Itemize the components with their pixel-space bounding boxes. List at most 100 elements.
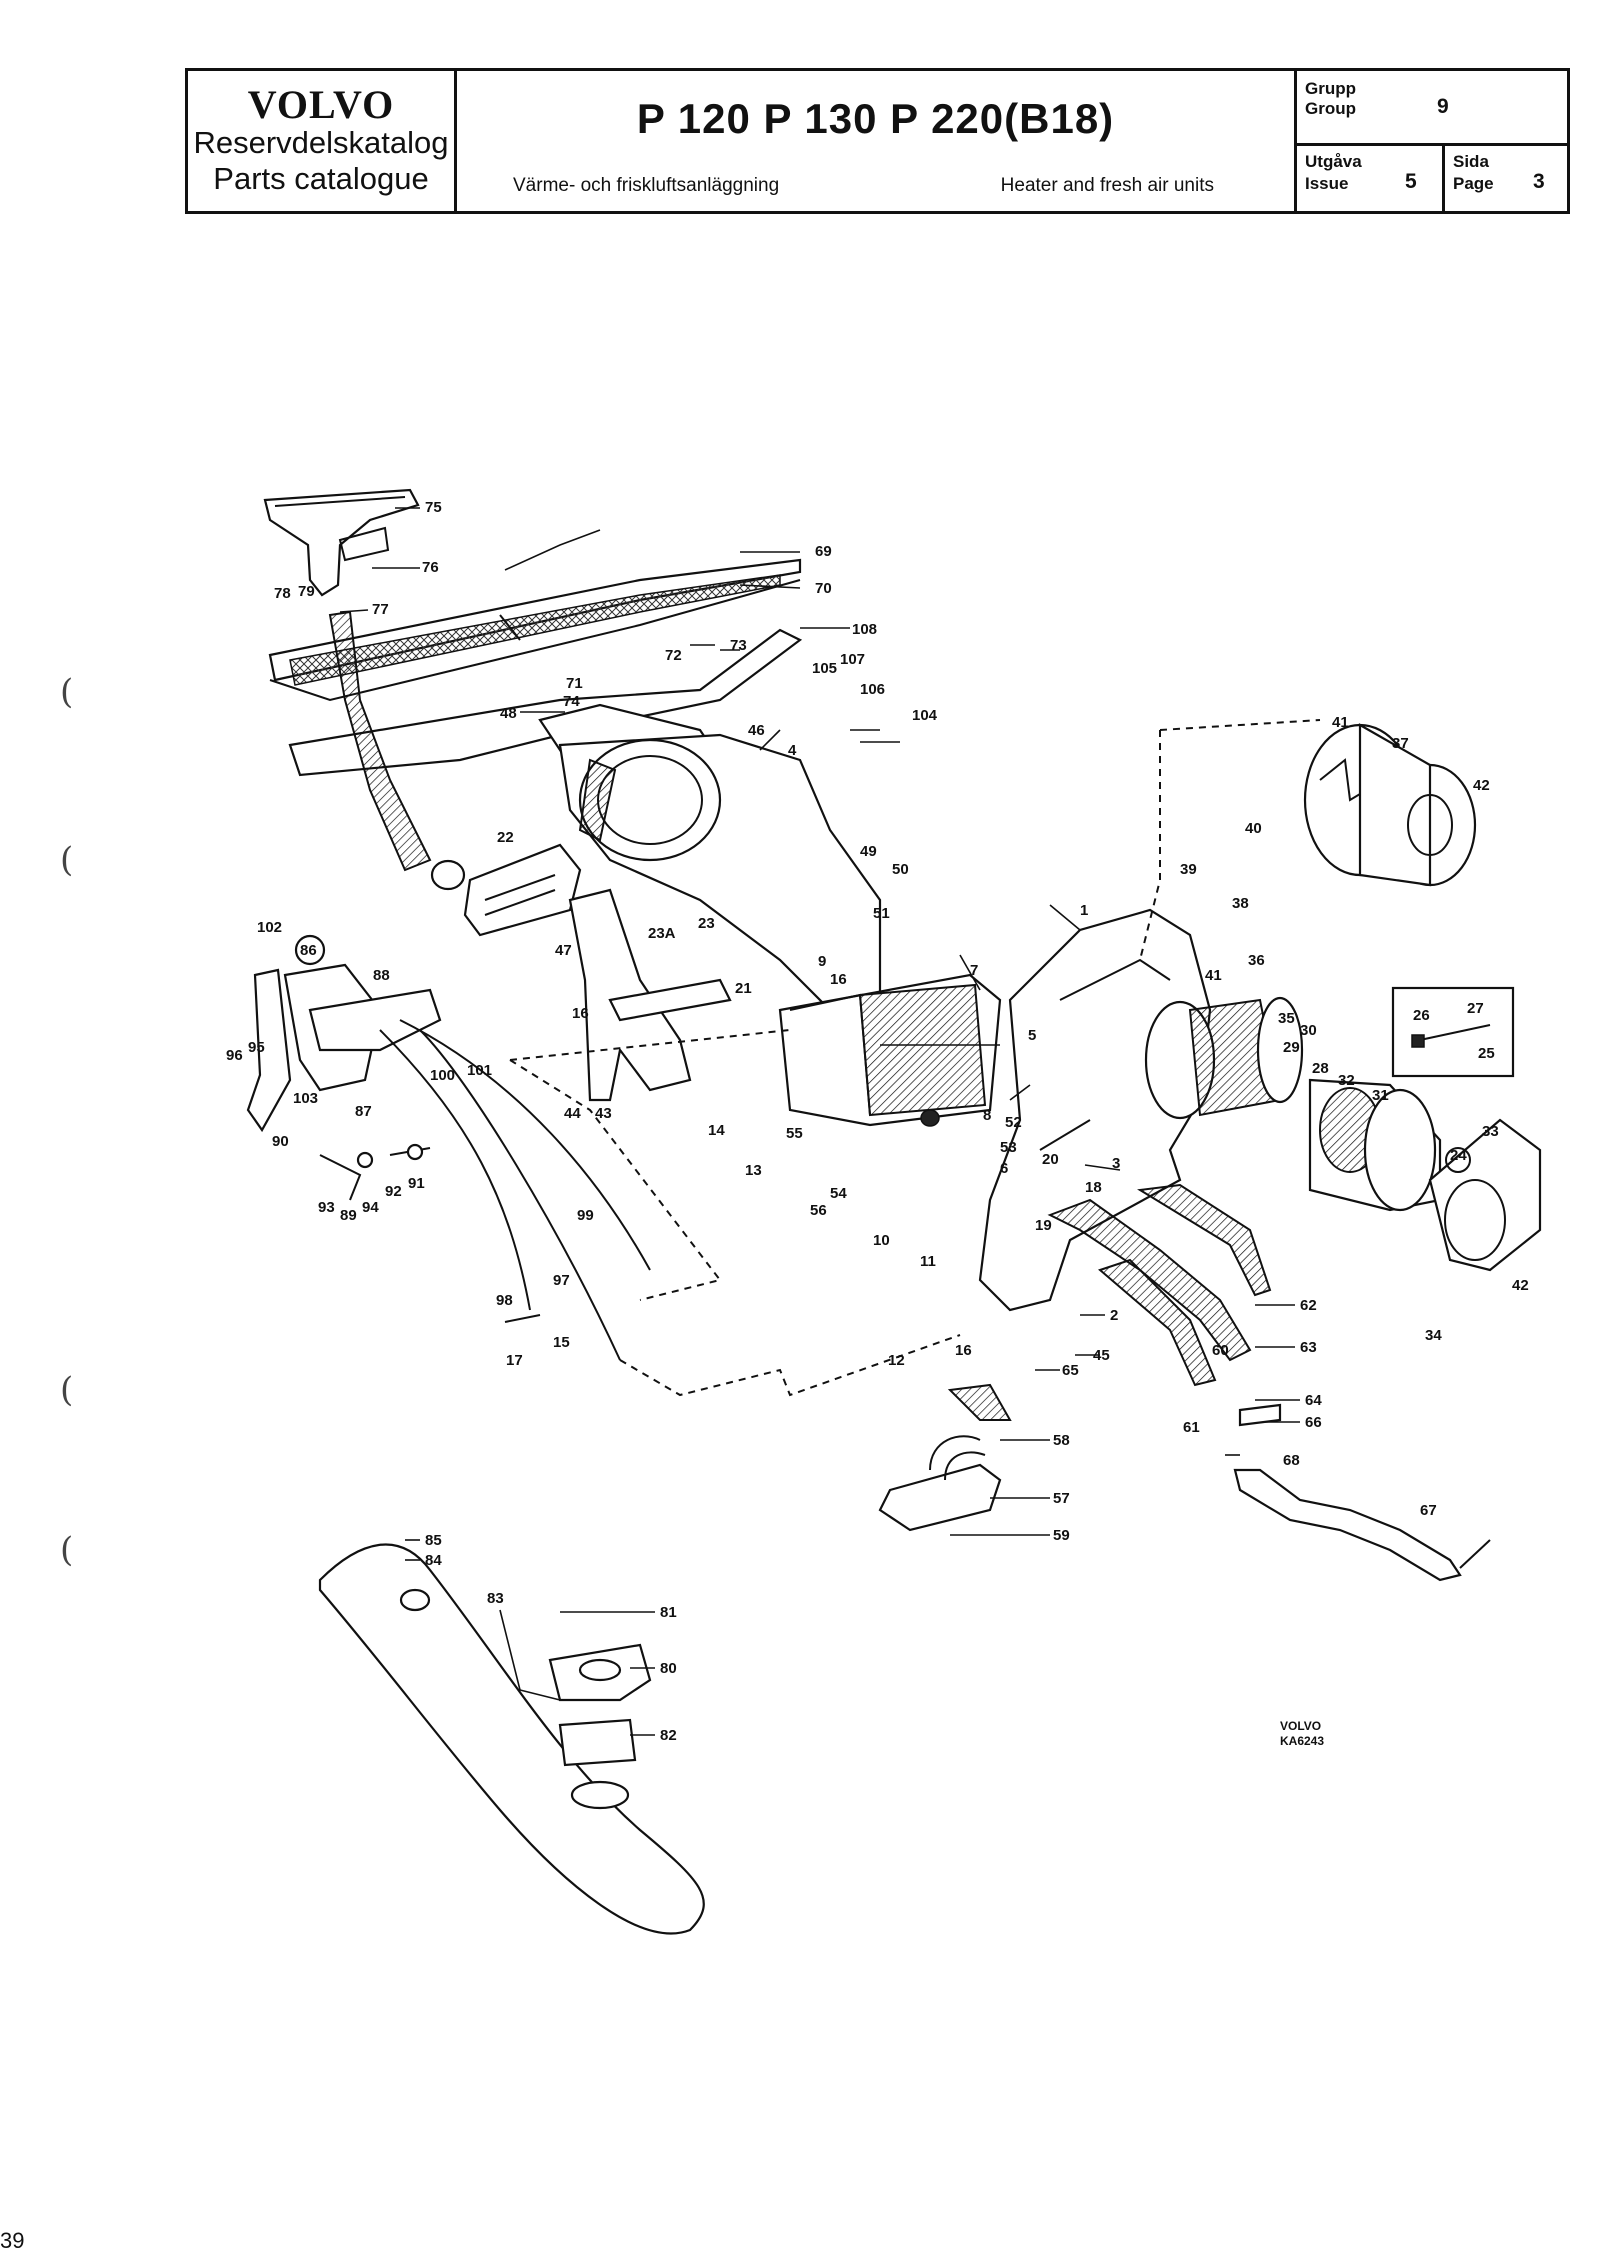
callout-44: 44 bbox=[564, 1105, 581, 1122]
callout-23: 23 bbox=[698, 915, 715, 932]
callout-50: 50 bbox=[892, 861, 909, 878]
callout-22: 22 bbox=[497, 829, 514, 846]
callout-56: 56 bbox=[810, 1202, 827, 1219]
callout-107: 107 bbox=[840, 651, 865, 668]
heater-bracket bbox=[568, 888, 732, 1102]
callout-25: 25 bbox=[1478, 1045, 1495, 1062]
cover-plate bbox=[1428, 1118, 1542, 1272]
callout-9: 9 bbox=[818, 953, 826, 970]
callout-63: 63 bbox=[1300, 1339, 1317, 1356]
callout-77: 77 bbox=[372, 601, 389, 618]
callout-46: 46 bbox=[748, 722, 765, 739]
callout-79: 79 bbox=[298, 583, 315, 600]
callout-18: 18 bbox=[1085, 1179, 1102, 1196]
callout-92: 92 bbox=[385, 1183, 402, 1200]
callout-103: 103 bbox=[293, 1090, 318, 1107]
volvo-logo: VOLVO bbox=[247, 82, 395, 127]
issue-cell: Utgåva Issue 5 bbox=[1297, 146, 1445, 211]
control-panel bbox=[246, 934, 442, 1133]
callout-30: 30 bbox=[1300, 1022, 1317, 1039]
windscreen-vent-panel bbox=[268, 558, 802, 702]
callout-96: 96 bbox=[226, 1047, 243, 1064]
callout-84: 84 bbox=[425, 1552, 442, 1569]
callout-48: 48 bbox=[500, 705, 517, 722]
callout-40: 40 bbox=[1245, 820, 1262, 837]
callout-58: 58 bbox=[1053, 1432, 1070, 1449]
model-list: P 120 P 130 P 220(B18) bbox=[636, 95, 1115, 142]
callout-41-upper: 41 bbox=[1332, 714, 1349, 731]
callout-43: 43 bbox=[595, 1105, 612, 1122]
callout-76: 76 bbox=[422, 559, 439, 576]
callout-49: 49 bbox=[860, 843, 877, 860]
callout-17: 17 bbox=[506, 1352, 523, 1369]
callout-91: 91 bbox=[408, 1175, 425, 1192]
callout-101: 101 bbox=[467, 1062, 492, 1079]
callout-68: 68 bbox=[1283, 1452, 1300, 1469]
callout-39: 39 bbox=[1180, 861, 1197, 878]
drawing-ref-brand: VOLVO bbox=[1280, 1719, 1321, 1733]
page-label-en: Page bbox=[1453, 174, 1494, 193]
callout-61: 61 bbox=[1183, 1419, 1200, 1436]
callout-4: 4 bbox=[788, 742, 797, 759]
callout-16-left: 16 bbox=[572, 1005, 589, 1022]
page-label-sv: Sida bbox=[1453, 152, 1489, 171]
callout-38: 38 bbox=[1232, 895, 1249, 912]
callout-42-upper: 42 bbox=[1473, 777, 1490, 794]
group-value: 9 bbox=[1437, 95, 1449, 118]
group-label-sv: Grupp bbox=[1305, 79, 1356, 98]
callout-31: 31 bbox=[1372, 1087, 1389, 1104]
group-cell: Grupp Group 9 bbox=[1297, 71, 1567, 146]
callout-87: 87 bbox=[355, 1103, 372, 1120]
fan-wheel bbox=[1144, 996, 1304, 1120]
brand-block: VOLVO Reservdelskatalog Parts catalogue bbox=[188, 71, 457, 211]
callout-28: 28 bbox=[1312, 1060, 1329, 1077]
callout-83: 83 bbox=[487, 1590, 504, 1607]
callout-35: 35 bbox=[1278, 1010, 1295, 1027]
callout-81: 81 bbox=[660, 1604, 677, 1621]
callout-2: 2 bbox=[1110, 1307, 1118, 1324]
callout-5: 5 bbox=[1028, 1027, 1036, 1044]
callout-37: 37 bbox=[1392, 735, 1409, 752]
issue-value: 5 bbox=[1405, 170, 1417, 193]
water-valve-pipe bbox=[1233, 1403, 1491, 1582]
callout-85: 85 bbox=[425, 1532, 442, 1549]
callout-8: 8 bbox=[983, 1107, 991, 1124]
callout-97: 97 bbox=[553, 1272, 570, 1289]
issue-page-row: Utgåva Issue 5 Sida Page 3 bbox=[1297, 146, 1567, 211]
callout-86: 86 bbox=[300, 942, 317, 959]
callout-70: 70 bbox=[815, 580, 832, 597]
callout-88: 88 bbox=[373, 967, 390, 984]
callout-29: 29 bbox=[1283, 1039, 1300, 1056]
issue-label-en: Issue bbox=[1305, 174, 1349, 193]
page-cell: Sida Page 3 bbox=[1445, 146, 1567, 211]
callout-23A: 23A bbox=[648, 925, 676, 942]
callout-55: 55 bbox=[786, 1125, 803, 1142]
callout-21: 21 bbox=[735, 980, 752, 997]
defroster-nozzle bbox=[263, 488, 420, 597]
control-cables bbox=[379, 1019, 651, 1361]
air-outlet-57 bbox=[878, 1383, 1012, 1532]
title-block: P 120 P 130 P 220(B18) Värme- och friskl… bbox=[457, 71, 1297, 211]
callout-24: 24 bbox=[1450, 1147, 1467, 1164]
callout-34: 34 bbox=[1425, 1327, 1442, 1344]
control-levers bbox=[319, 1143, 431, 1201]
callout-labels: 75 76 78 79 77 69 70 108 105 107 106 104… bbox=[226, 499, 1529, 1744]
callout-19: 19 bbox=[1035, 1217, 1052, 1234]
callout-1: 1 bbox=[1080, 902, 1088, 919]
callout-leader-lines bbox=[339, 507, 1300, 1736]
callout-10: 10 bbox=[873, 1232, 890, 1249]
callout-71: 71 bbox=[566, 675, 583, 692]
callout-105: 105 bbox=[812, 660, 837, 677]
blower-motor bbox=[1308, 1078, 1442, 1212]
callout-65: 65 bbox=[1062, 1362, 1079, 1379]
callout-95: 95 bbox=[248, 1039, 265, 1056]
callout-60: 60 bbox=[1212, 1342, 1229, 1359]
callout-36: 36 bbox=[1248, 952, 1265, 969]
callout-72: 72 bbox=[665, 647, 682, 664]
heater-hoses bbox=[1047, 1183, 1272, 1387]
callout-75: 75 bbox=[425, 499, 442, 516]
callout-66: 66 bbox=[1305, 1414, 1322, 1431]
callout-89: 89 bbox=[340, 1207, 357, 1224]
callout-45: 45 bbox=[1093, 1347, 1110, 1364]
